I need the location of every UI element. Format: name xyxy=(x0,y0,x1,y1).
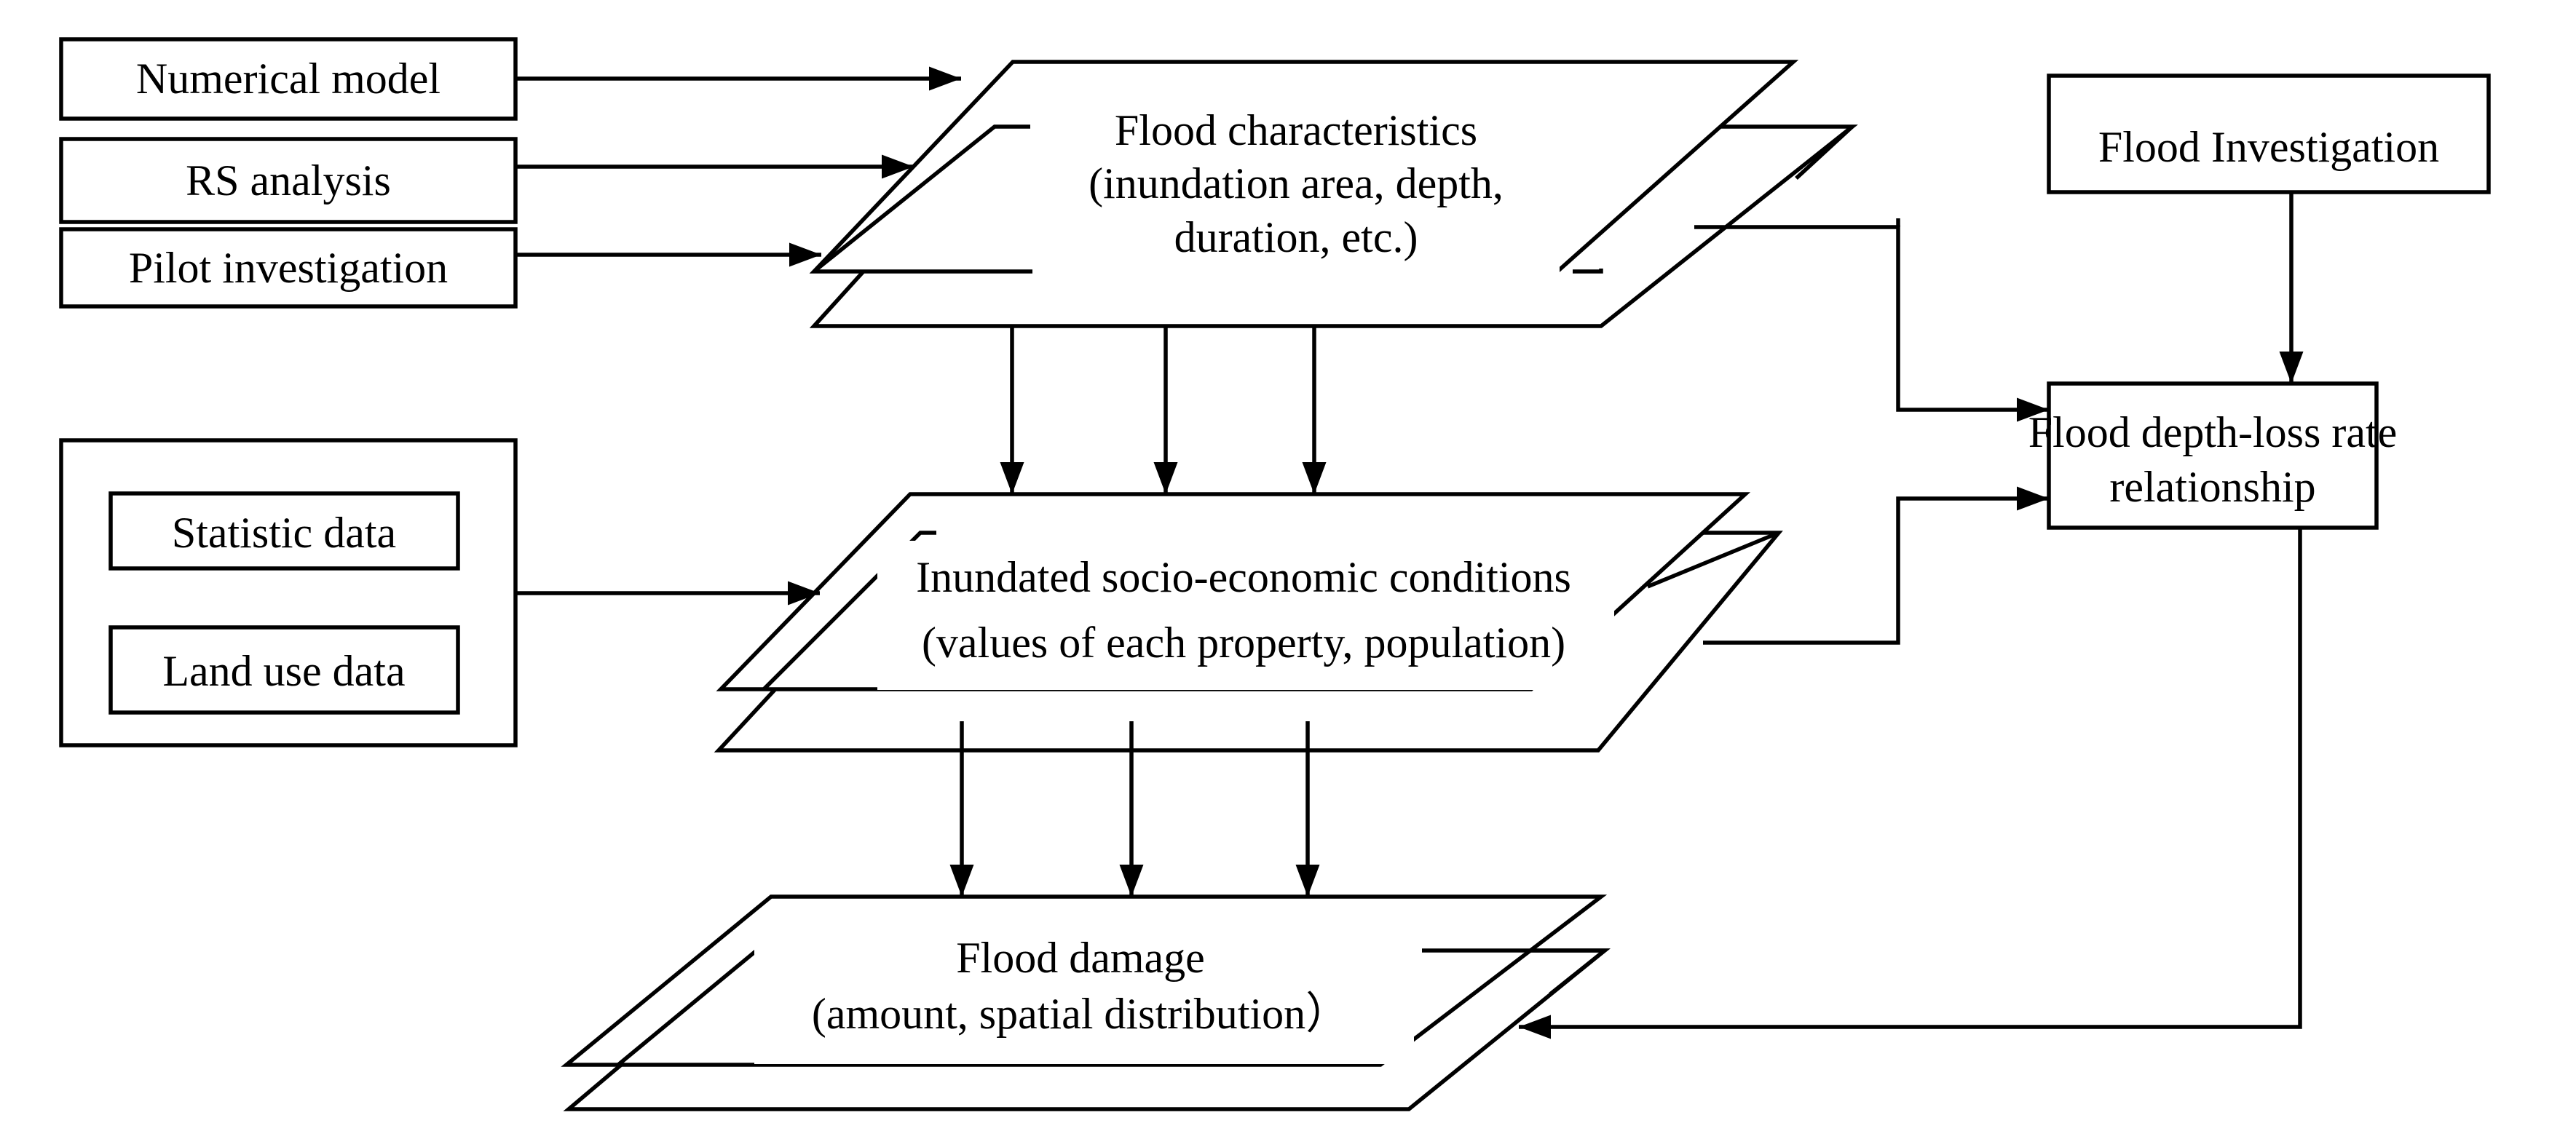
flood-damage-title: Flood damage xyxy=(956,934,1205,982)
connector-characteristics-to-relationship xyxy=(1694,225,2049,422)
land-use-data-box: Land use data xyxy=(108,625,460,715)
flood-investigation-label: Flood Investigation xyxy=(2098,123,2439,171)
pilot-investigation-box: Pilot investigation xyxy=(59,227,518,309)
data-sources-group: Statistic data Land use data xyxy=(59,438,518,747)
socio-economic-title: Inundated socio-economic conditions xyxy=(916,553,1571,601)
flood-investigation-box: Flood Investigation xyxy=(2047,74,2491,194)
flood-characteristics-detail-line1: (inundation area, depth, xyxy=(1089,159,1504,207)
depth-loss-relationship-line1: Flood depth-loss rate xyxy=(2028,408,2398,456)
pilot-investigation-label: Pilot investigation xyxy=(129,244,448,292)
rs-analysis-label: RS analysis xyxy=(186,156,391,205)
flood-damage-detail: (amount, spatial distribution） xyxy=(812,990,1349,1038)
flood-characteristics-layer: Flood characteristics (inundation area, … xyxy=(809,60,1858,328)
depth-loss-relationship-box: Flood depth-loss rate relationship xyxy=(2028,381,2398,530)
depth-loss-relationship-line2: relationship xyxy=(2109,463,2315,511)
connector-socio-to-relationship xyxy=(1703,486,2049,645)
flood-characteristics-detail-line2: duration, etc.) xyxy=(1174,213,1418,261)
flood-damage-layer: Flood damage (amount, spatial distributi… xyxy=(561,894,1611,1111)
numerical-model-label: Numerical model xyxy=(136,55,440,103)
statistic-data-label: Statistic data xyxy=(172,509,396,557)
statistic-data-box: Statistic data xyxy=(108,491,460,571)
connector-relationship-to-damage xyxy=(1519,528,2302,1039)
flood-characteristics-title: Flood characteristics xyxy=(1115,106,1477,154)
socio-economic-detail: (values of each property, population) xyxy=(922,619,1565,667)
rs-analysis-box: RS analysis xyxy=(59,137,518,224)
numerical-model-box: Numerical model xyxy=(59,37,518,121)
socio-economic-layer: Inundated socio-economic conditions (val… xyxy=(714,492,1783,753)
land-use-data-label: Land use data xyxy=(162,647,405,695)
